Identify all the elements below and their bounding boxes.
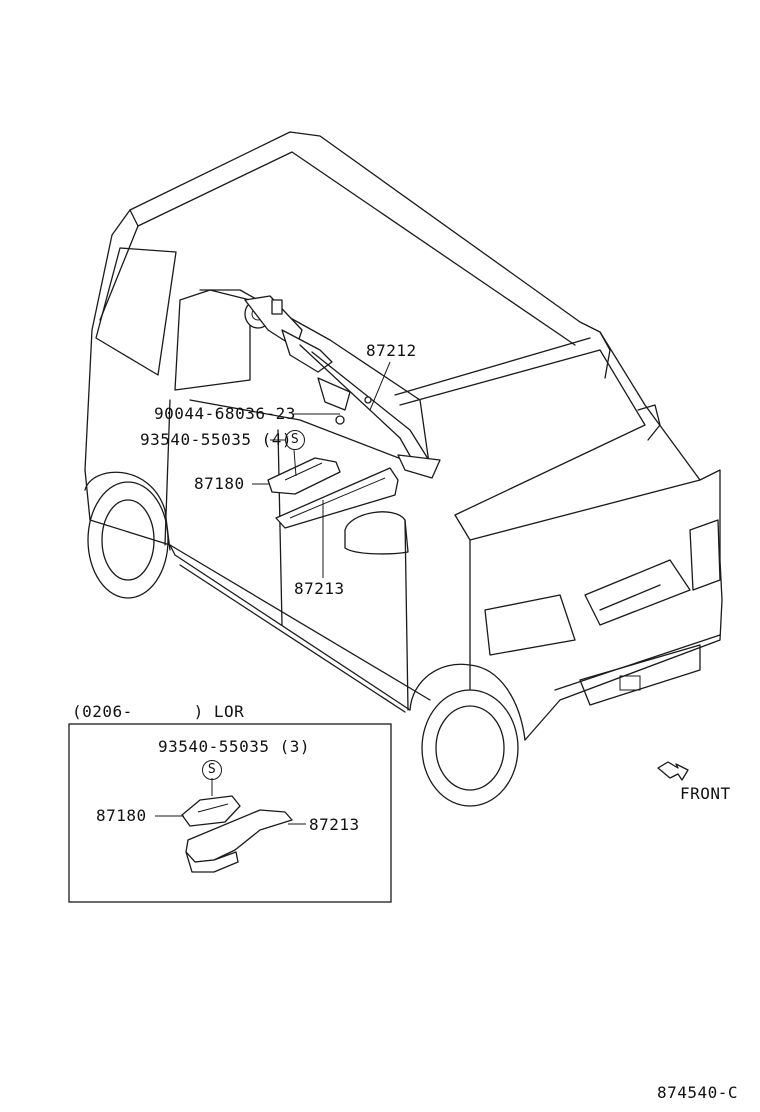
callout-screw-main: 93540-55035 (4) (140, 430, 292, 449)
front-label: FRONT (680, 784, 731, 803)
front-arrow-icon (657, 761, 689, 781)
screw-symbol-inset: S (202, 760, 222, 780)
inset-title: (0206- ) LOR (72, 702, 245, 721)
diagram-code: 874540-C (657, 1083, 739, 1102)
callout-bolt: 90044-68036-23 (154, 404, 296, 423)
inset-parts (155, 778, 306, 873)
callout-87212: 87212 (366, 341, 417, 360)
callout-87180-main: 87180 (194, 474, 245, 493)
screw-symbol-main: S (285, 430, 305, 450)
callout-87213-main: 87213 (294, 579, 345, 598)
callout-87180-inset: 87180 (96, 806, 147, 825)
seat-belt-assembly (244, 295, 441, 479)
vehicle-outline (84, 131, 723, 807)
scuff-plate-main (267, 457, 399, 529)
callout-87213-inset: 87213 (309, 815, 360, 834)
callout-screw-inset: 93540-55035 (3) (158, 737, 310, 756)
inset-frame (68, 723, 392, 903)
callout-leaders (252, 361, 391, 578)
